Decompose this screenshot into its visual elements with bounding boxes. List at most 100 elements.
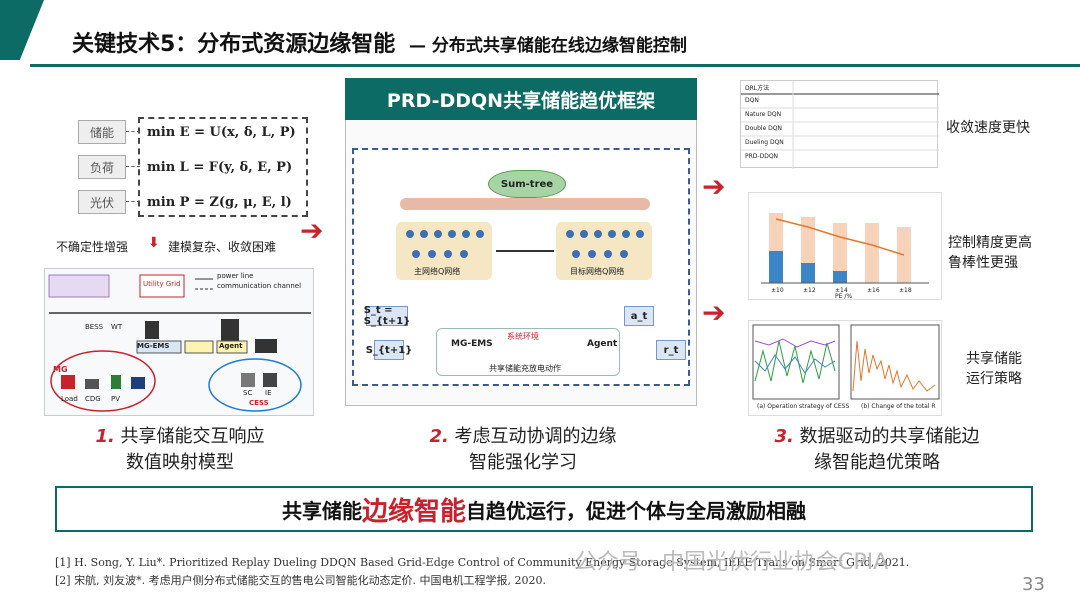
equation-tag-load: 负荷 xyxy=(78,155,126,179)
legend-power-line: power line xyxy=(217,272,254,280)
neural-net-icon xyxy=(406,230,484,258)
caption-2-line2: 智能强化学习 xyxy=(469,452,577,473)
equation-tag-pv: 光伏 xyxy=(78,190,126,214)
page-number: 33 xyxy=(1022,574,1045,595)
xtick: ±10 xyxy=(771,287,784,294)
agent-env-label: Agent xyxy=(587,339,618,349)
environment-box: 系统环境 MG-EMS Agent 共享储能充放电动作 xyxy=(436,328,620,376)
agent-label: Agent xyxy=(219,342,243,350)
sum-tree-node: Sum-tree xyxy=(488,170,566,198)
xtick: ±14 xyxy=(835,287,848,294)
action-box: a_t xyxy=(624,306,654,326)
caption-3-num: 3. xyxy=(774,426,794,447)
banner-highlight: 边缘智能 xyxy=(361,496,466,527)
label-precision-line1: 控制精度更高 xyxy=(948,235,1032,251)
reward-box: r_t xyxy=(656,340,686,360)
equation-frame xyxy=(138,117,308,217)
caption-1-line2: 数值映射模型 xyxy=(126,452,234,473)
uncertainty-note: 不确定性增强 xyxy=(56,240,129,254)
xtick: ±12 xyxy=(803,287,816,294)
header-underline xyxy=(30,64,1080,67)
caption-3-line2: 缘智能趋优策略 xyxy=(814,452,940,473)
exchange-label: 共享储能充放电动作 xyxy=(489,364,561,373)
mg-label: MG xyxy=(53,365,68,374)
table-row: Double DQN xyxy=(745,125,782,132)
caption-2-line1: 考虑互动协调的边缘 xyxy=(454,426,617,447)
caption-2: 2. 考虑互动协调的边缘 智能强化学习 xyxy=(398,422,648,474)
complexity-note: 建模复杂、收敛困难 xyxy=(168,240,277,254)
table-row: DQN xyxy=(745,97,759,104)
comparison-table: DRL方法 DQN Nature DQN Double DQN Dueling … xyxy=(740,80,939,169)
equation-load: min L = F(y, δ, E, P) xyxy=(147,160,293,175)
caption-1-line1: 共享储能交互响应 xyxy=(120,426,265,447)
banner-part2: 自趋优运行，促进个体与全局激励相融 xyxy=(466,498,806,523)
title-main: 关键技术5：分布式资源边缘智能 xyxy=(72,32,396,57)
table-row: PRD-DDQN xyxy=(745,153,779,160)
connector-3 xyxy=(126,201,140,202)
legend-comm-channel: communication channel xyxy=(217,282,302,290)
slide-title: 关键技术5：分布式资源边缘智能 — 分布式共享储能在线边缘智能控制 xyxy=(72,26,687,58)
label-convergence: 收敛速度更快 xyxy=(946,120,1030,136)
precision-chart: ±10 ±12 ±14 ±16 ±18 PE /% xyxy=(748,192,942,300)
env-label: 系统环境 xyxy=(507,332,539,341)
state-box-1: S_t = S_{t+1} xyxy=(363,305,411,327)
table-grid-icon xyxy=(741,81,939,169)
strategy-chart: (a) Operation strategy of CESS (b) Chang… xyxy=(748,320,942,416)
microgrid-schematic-icon xyxy=(48,274,311,412)
equation-tag-storage: 储能 xyxy=(78,120,126,144)
banner-part1: 共享储能 xyxy=(281,498,362,523)
cess-label: CESS xyxy=(249,399,269,407)
equation-storage: min E = U(x, δ, L, P) xyxy=(147,125,296,140)
sc-label: SC xyxy=(243,389,253,397)
table-row: Dueling DQN xyxy=(745,139,784,146)
chart-caption-a: (a) Operation strategy of CESS xyxy=(757,403,850,410)
time-series-chart-icon xyxy=(752,324,940,400)
watermark: 公众号 · 中国光伏行业协会CPIA xyxy=(575,550,889,575)
connector-1 xyxy=(126,131,140,132)
down-arrow-icon: ⬇ xyxy=(148,235,160,251)
target-network-box: 目标网络Q网络 xyxy=(556,222,652,280)
label-precision: 控制精度更高 鲁棒性更强 xyxy=(948,232,1032,272)
label-strategy: 共享储能 运行策略 xyxy=(966,348,1022,388)
chart-caption-b: (b) Change of the total R xyxy=(861,403,936,410)
ie-label: IE xyxy=(265,389,272,397)
cdg-label: CDG xyxy=(85,395,101,403)
label-strategy-line1: 共享储能 xyxy=(966,351,1022,367)
main-network-box: 主网络Q网络 xyxy=(396,222,492,280)
xlabel: PE /% xyxy=(835,293,853,300)
caption-2-num: 2. xyxy=(429,426,449,447)
microgrid-diagram: power line communication channel Utility… xyxy=(44,268,314,416)
header-accent-shape xyxy=(0,0,44,60)
arrow-right-icon: ➔ xyxy=(300,214,324,247)
load-label: Load xyxy=(61,395,78,403)
connector-2 xyxy=(126,166,140,167)
neural-net-icon xyxy=(566,230,644,258)
caption-3-line1: 数据驱动的共享储能边 xyxy=(799,426,980,447)
xtick: ±16 xyxy=(867,287,880,294)
reference-1: [1] H. Song, Y. Liu*. Prioritized Replay… xyxy=(55,556,910,569)
caption-3: 3. 数据驱动的共享储能边 缘智能趋优策略 xyxy=(752,422,1002,474)
equation-pv: min P = Z(g, μ, E, l) xyxy=(147,195,292,210)
table-row: DRL方法 xyxy=(745,85,770,92)
ems-label: MG-EMS xyxy=(451,339,493,349)
title-sub: — 分布式共享储能在线边缘智能控制 xyxy=(408,36,687,56)
xtick: ±18 xyxy=(899,287,912,294)
bess-label: BESS xyxy=(85,323,104,331)
priority-bar xyxy=(400,198,650,210)
pv-label: PV xyxy=(111,395,121,403)
mg-ems-label: MG-EMS xyxy=(137,342,170,350)
target-network-label: 目标网络Q网络 xyxy=(570,267,625,276)
network-link-arrow xyxy=(496,250,554,252)
label-precision-line2: 鲁棒性更强 xyxy=(948,255,1018,271)
conclusion-banner: 共享储能 边缘智能 自趋优运行，促进个体与全局激励相融 xyxy=(55,486,1033,532)
caption-1-num: 1. xyxy=(95,426,115,447)
utility-grid-label: Utility Grid xyxy=(143,280,181,288)
arrow-right-icon: ➔ xyxy=(702,296,726,329)
bar-line-chart-icon xyxy=(761,213,929,284)
caption-1: 1. 共享储能交互响应 数值映射模型 xyxy=(60,422,300,474)
table-row: Nature DQN xyxy=(745,111,782,118)
arrow-right-icon: ➔ xyxy=(702,170,726,203)
state-box-2: S_{t+1} xyxy=(366,340,412,360)
label-strategy-line2: 运行策略 xyxy=(966,371,1022,387)
reference-2: [2] 宋航, 刘友波*. 考虑用户侧分布式储能交互的售电公司智能化动态定价. … xyxy=(55,574,547,587)
